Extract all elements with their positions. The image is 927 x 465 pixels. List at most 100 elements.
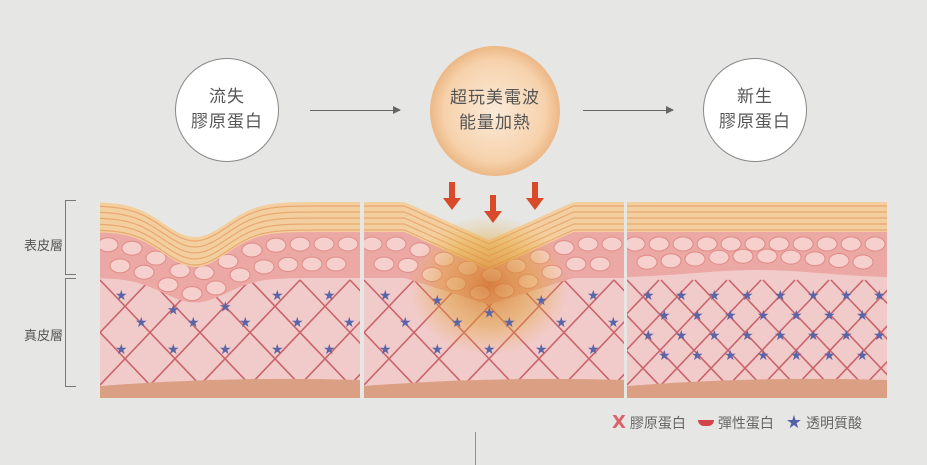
hyaluronic-star-icon: ★ [840,328,853,344]
skin-cell [133,264,155,280]
skin-cell [840,236,862,252]
hyaluronic-star-icon: ★ [741,328,754,344]
stratum-line [100,211,360,248]
hyaluronic-star-icon: ★ [379,342,392,358]
legend-hyaluronic-label: 透明質酸 [806,415,863,432]
skin-cell [577,236,599,252]
hyaluronic-star-icon: ★ [790,348,803,364]
dermis-label: 真皮層 [24,329,64,344]
stratum-line [100,205,360,242]
skin-cell [708,249,730,265]
stratum-line [100,229,360,266]
step-3-line1: 新生 [737,87,773,107]
hyaluronic-star-icon: ★ [587,288,600,304]
hyaluronic-star-icon: ★ [115,342,128,358]
dermis-bracket [65,278,76,387]
hyaluronic-star-icon: ★ [708,288,721,304]
skin-cell [565,256,587,272]
surface-background [100,200,360,237]
hyaluronic-star-icon: ★ [724,308,737,324]
skin-cell [157,277,179,293]
heat-arrow-down-icon [443,182,461,210]
skin-cell [193,265,215,281]
surface-background [627,200,887,202]
stratum-corneum [100,200,360,267]
hyaluronic-star-icon: ★ [642,288,655,304]
skin-cell [205,280,227,296]
skin-cell [732,248,754,264]
hyaluronic-star-icon: ★ [790,308,803,324]
skin-cell [313,236,335,252]
hyaluronic-star-icon: ★ [291,315,304,331]
skin-cell [100,237,119,253]
hyaluronic-star-icon: ★ [691,308,704,324]
legend-elastin-label: 彈性蛋白 [717,415,774,432]
hyaluronic-star-icon: ★ [889,348,902,364]
skin-cell [672,236,694,252]
hyaluronic-star-icon: ★ [873,288,886,304]
step-1-line1: 流失 [209,87,245,107]
hyaluronic-star-icon: ★ [774,328,787,344]
epidermis-label: 表皮層 [24,239,64,254]
hyaluronic-star-icon: ★ [757,308,770,324]
hyaluronic-star-icon: ★ [483,342,496,358]
hyaluronic-star-icon: ★ [187,315,200,331]
step-lost-collagen-circle: 流失 膠原蛋白 [175,58,279,162]
subcutaneous-layer [364,378,624,398]
skin-cell [589,256,611,272]
panel-heating: ★★★★★★★★★★★★★★★ [364,200,624,398]
skin-cell [229,267,251,283]
hyaluronic-star-icon: ★ [642,328,655,344]
hyaluronic-star-icon: ★ [873,328,886,344]
heat-glow [409,215,569,355]
skin-cell [325,256,347,272]
hyaluronic-star-icon: ★ [757,348,770,364]
hyaluronic-star-icon: ★ [823,308,836,324]
skin-cell [241,242,263,258]
skin-cell [337,236,359,252]
star-icon: ★ [785,412,803,433]
skin-cell [601,236,623,252]
hyaluronic-star-icon: ★ [167,342,180,358]
skin-cell [636,254,658,270]
skin-cell [181,286,203,302]
hyaluronic-star-icon: ★ [535,293,548,309]
divider-line [475,432,476,465]
skin-cell [828,253,850,269]
skin-cell [756,248,778,264]
skin-cell [265,237,287,253]
skin-cell [217,253,239,269]
subcutaneous-layer [100,378,360,398]
stratum-line [100,223,360,260]
skin-cell [277,256,299,272]
hyaluronic-star-icon: ★ [379,288,392,304]
collagen-lattice [627,279,887,386]
heat-arrow-down-icon [526,182,544,210]
hyaluronic-star-icon: ★ [483,306,496,322]
step-2-line1: 超玩美電波 [450,88,540,108]
hyaluronic-star-icon: ★ [239,315,252,331]
panel-lost: ★★★★★★★★★★★★★★★ [100,200,360,398]
epidermis-bracket [65,200,76,275]
hyaluronic-star-icon: ★ [219,299,232,315]
hyaluronic-star-icon: ★ [323,288,336,304]
skin-cell [373,256,395,272]
skin-cell [720,236,742,252]
step-rf-heating-circle: 超玩美電波 能量加熱 [430,46,560,176]
skin-cell [109,258,131,274]
skin-cell [852,254,874,270]
hyaluronic-star-icon: ★ [708,328,721,344]
hyaluronic-star-icon: ★ [535,342,548,358]
hyaluronic-star-icon: ★ [431,342,444,358]
hyaluronic-star-icon: ★ [607,315,620,331]
hyaluronic-star-icon: ★ [115,288,128,304]
legend: X 膠原蛋白 彈性蛋白 ★ 透明質酸 [612,412,862,433]
skin-cell [744,236,766,252]
skin-cell [792,236,814,252]
step-3-line2: 膠原蛋白 [719,112,791,132]
skin-cell [301,256,323,272]
hyaluronic-star-icon: ★ [691,348,704,364]
hyaluronic-star-icon: ★ [323,342,336,358]
hyaluronic-star-icon: ★ [135,315,148,331]
